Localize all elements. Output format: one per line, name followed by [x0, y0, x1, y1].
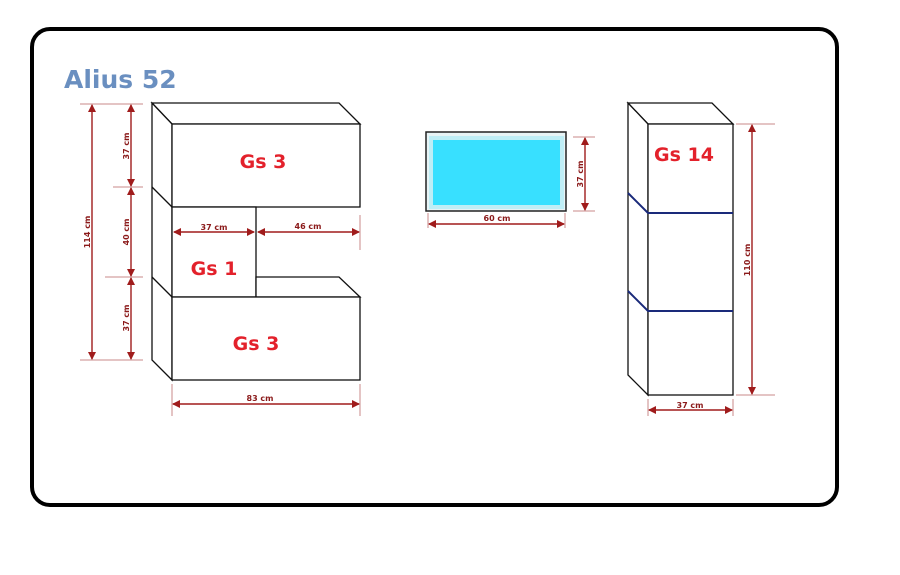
tv-panel: 37 cm 60 cm [425, 131, 595, 228]
tall-dim-height: 110 cm [743, 244, 752, 277]
dim-middle-height: 40 cm [122, 219, 131, 246]
dim-gap-width: 46 cm [295, 222, 322, 231]
tall-cabinet-label: Gs 14 [654, 144, 714, 166]
top-cabinet-label: Gs 3 [240, 151, 287, 173]
bottom-cabinet-label: Gs 3 [233, 333, 280, 355]
middle-cabinet-label: Gs 1 [191, 258, 238, 280]
dim-bottom-height: 37 cm [122, 305, 131, 332]
dim-total-height: 114 cm [83, 216, 92, 249]
left-unit: Gs 3 Gs 1 Gs 3 114 cm 37 cm 40 cm 37 cm … [80, 101, 362, 416]
side-edge-line [151, 276, 173, 298]
side-edge-line [151, 186, 173, 208]
dim-middle-width: 37 cm [201, 223, 228, 232]
tall-cabinet-side-panel [627, 101, 649, 397]
page-title: Alius 52 [64, 65, 177, 94]
tall-cabinet-front [647, 123, 734, 396]
right-unit: Gs 14 110 cm 37 cm [626, 101, 775, 416]
left-side-panel [151, 101, 173, 382]
middle-cabinet-front [171, 206, 257, 298]
shelf-line [627, 290, 733, 312]
tv-dim-height: 37 cm [576, 161, 585, 188]
top-cabinet-front [171, 123, 361, 208]
bottom-cabinet-front [171, 296, 361, 381]
top-cabinet-top-face [150, 102, 362, 125]
tv-dim-width: 60 cm [484, 214, 511, 223]
tall-dim-width: 37 cm [677, 401, 704, 410]
shelf-line [627, 192, 733, 214]
dim-total-width: 83 cm [247, 394, 274, 403]
tv-screen [433, 140, 560, 205]
dim-top-height: 37 cm [122, 133, 131, 160]
